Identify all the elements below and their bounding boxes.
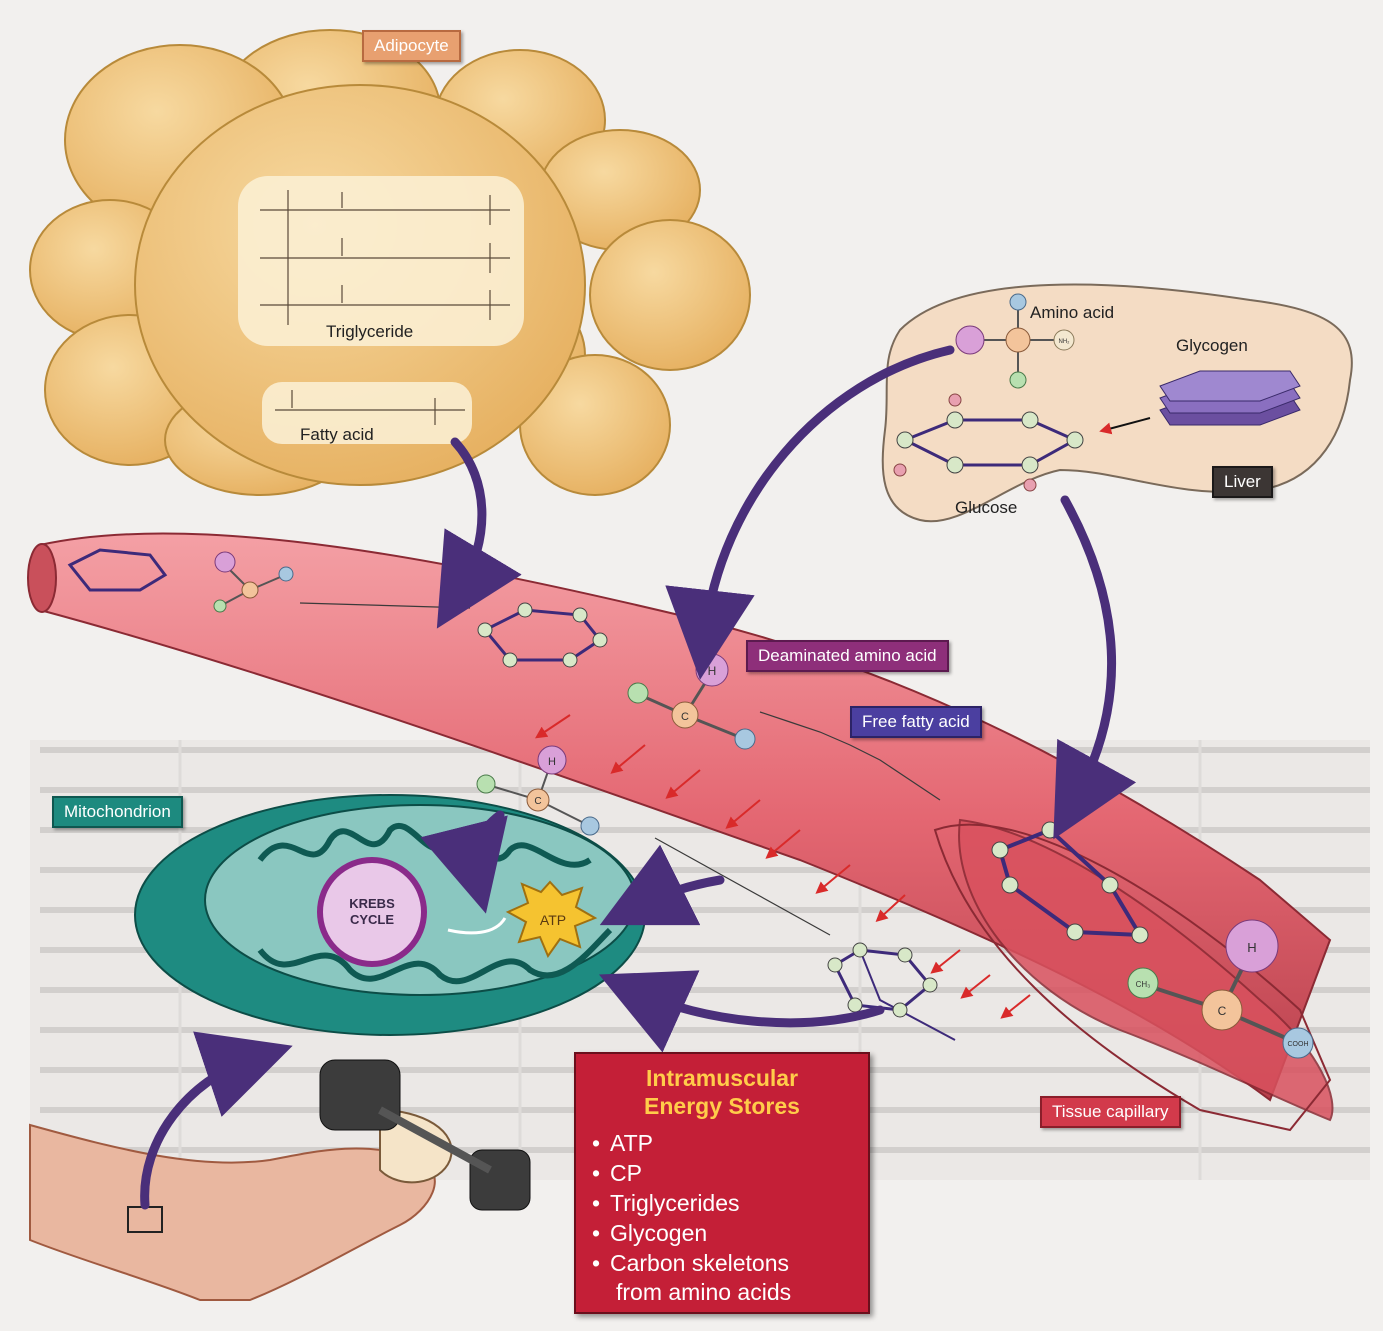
adipocyte-label: Adipocyte <box>362 30 461 62</box>
energy-store-item: Glycogen <box>590 1218 854 1248</box>
energy-store-item: Carbon skeletons <box>590 1248 854 1278</box>
atom-nh2-label: NH₂ <box>1059 339 1071 345</box>
atom-c-label-2: C <box>681 711 689 723</box>
intramuscular-energy-stores-box: Intramuscular Energy Stores ATP CP Trigl… <box>574 1052 870 1314</box>
fatty-acid-label: Fatty acid <box>300 425 374 445</box>
atom-cooh-label: COOH <box>1288 1041 1309 1048</box>
mitochondrion-label: Mitochondrion <box>52 796 183 828</box>
atp-label: ATP <box>540 912 566 928</box>
energy-stores-list: ATP CP Triglycerides Glycogen Carbon ske… <box>590 1128 854 1278</box>
krebs-label-line2: CYCLE <box>350 912 394 927</box>
tissue-capillary-label: Tissue capillary <box>1040 1096 1181 1128</box>
amino-acid-label: Amino acid <box>1030 303 1114 323</box>
glycogen-stack <box>1160 371 1300 425</box>
energy-stores-title-line1: Intramuscular <box>590 1064 854 1092</box>
glycogen-label: Glycogen <box>1176 336 1248 356</box>
energy-store-item: Triglycerides <box>590 1188 854 1218</box>
energy-stores-title-line2: Energy Stores <box>590 1092 854 1120</box>
atom-ch3-label: CH₃ <box>1136 980 1151 989</box>
atom-c-label: C <box>1218 1004 1227 1018</box>
energy-store-item: ATP <box>590 1128 854 1158</box>
liver-label: Liver <box>1212 466 1273 498</box>
glucose-label: Glucose <box>955 498 1017 518</box>
energy-stores-title: Intramuscular Energy Stores <box>590 1064 854 1120</box>
atom-h-label-2: H <box>708 664 717 678</box>
deaminated-amino-acid-label: Deaminated amino acid <box>746 640 949 672</box>
atom-h-label: H <box>1247 940 1256 955</box>
triglyceride-label: Triglyceride <box>326 322 413 342</box>
atom-c-label-3: C <box>534 796 541 807</box>
krebs-label-line1: KREBS <box>349 896 395 911</box>
atom-h-label-3: H <box>548 756 556 768</box>
energy-store-item: CP <box>590 1158 854 1188</box>
free-fatty-acid-label: Free fatty acid <box>850 706 982 738</box>
energy-store-item-continuation: from amino acids <box>590 1278 854 1306</box>
